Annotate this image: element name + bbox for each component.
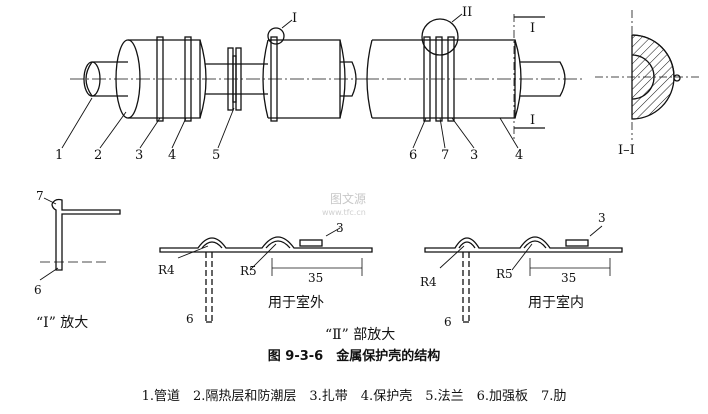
indoor-label-35: 35 [561, 271, 577, 285]
label-7: 7 [441, 148, 450, 163]
caption-detail-I: “I” 放大 [36, 315, 89, 331]
marker-I: I [292, 11, 298, 26]
figure-title: 图 9-3-6 金属保护壳的结构 [267, 349, 441, 364]
pipe-assembly-left [70, 27, 365, 122]
indoor-label-R4: R4 [420, 275, 437, 289]
detail-I-label-7: 7 [36, 189, 44, 203]
watermark-url: www.tfc.cn [322, 208, 366, 217]
caption-outdoor: 用于室外 [268, 295, 324, 311]
indoor-label-6: 6 [444, 315, 452, 329]
figure-legend: 1.管道 2.隔热层和防潮层 3.扎带 4.保护壳 5.法兰 6.加强板 7.肋 [141, 389, 567, 404]
detail-I-label-6: 6 [34, 283, 42, 297]
indoor-label-3: 3 [598, 211, 606, 225]
label-1: 1 [55, 148, 64, 163]
outdoor-label-3: 3 [336, 221, 344, 235]
outdoor-label-R4: R4 [158, 263, 175, 277]
watermark-text: 图文源 [330, 192, 367, 206]
detail-II-indoor-drawing [424, 225, 623, 323]
label-4-right: 4 [515, 148, 524, 163]
outdoor-label-35: 35 [308, 271, 324, 285]
indoor-label-R5: R5 [496, 267, 513, 281]
caption-detail-II: “Ⅱ” 部放大 [325, 327, 396, 343]
caption-indoor: 用于室内 [528, 295, 584, 311]
label-5: 5 [212, 148, 221, 163]
label-3: 3 [135, 148, 144, 163]
section-mark-top: I [530, 21, 536, 36]
leader-lines-main [61, 13, 519, 149]
outdoor-label-6: 6 [186, 312, 194, 326]
detail-I-drawing [39, 197, 121, 281]
marker-II: II [462, 5, 473, 20]
label-6: 6 [409, 148, 418, 163]
outdoor-label-R5: R5 [240, 264, 257, 278]
label-3-right: 3 [470, 148, 479, 163]
label-4: 4 [168, 148, 177, 163]
section-view [595, 10, 700, 140]
detail-II-outdoor-drawing [159, 227, 373, 323]
section-title: I–I [618, 143, 635, 158]
label-2: 2 [94, 148, 103, 163]
pipe-assembly-right [365, 14, 585, 140]
section-mark-bottom: I [530, 113, 536, 128]
